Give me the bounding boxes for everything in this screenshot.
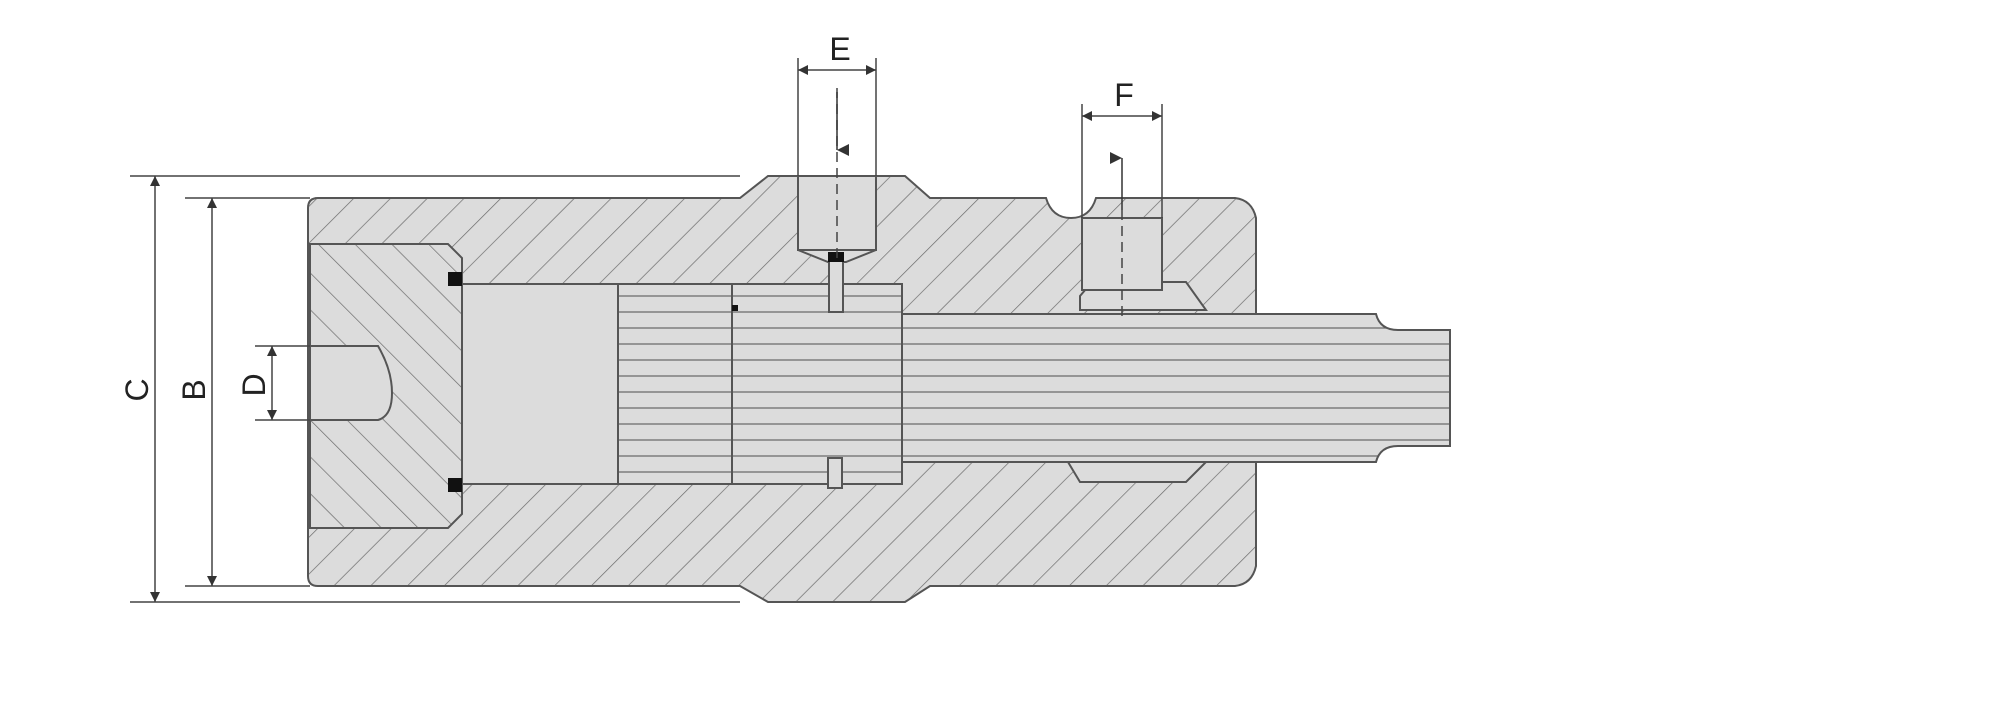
seal-lower	[448, 478, 462, 492]
dimension-label-f: F	[1114, 77, 1134, 113]
dimension-label-d: D	[236, 373, 272, 396]
dimension-d: D	[236, 345, 310, 421]
gland-lower	[1066, 461, 1209, 483]
piston	[617, 283, 733, 485]
dimension-label-b: B	[176, 379, 212, 400]
rod-guide	[731, 283, 903, 485]
dimension-label-e: E	[829, 31, 850, 67]
seal-upper	[448, 272, 462, 286]
dimension-label-c: C	[119, 378, 155, 401]
cap-port-bore	[309, 345, 394, 421]
seal-piston	[732, 305, 738, 311]
seal-port-e	[828, 252, 844, 262]
dimension-c: C	[119, 175, 740, 603]
locking-pin	[827, 457, 843, 489]
dimension-e: E	[797, 31, 877, 176]
dimension-f: F	[1081, 77, 1163, 218]
port-e-channel	[828, 259, 844, 313]
piston-rod	[901, 313, 1451, 463]
piston-chamber	[461, 283, 619, 485]
dimension-b: B	[176, 197, 310, 587]
